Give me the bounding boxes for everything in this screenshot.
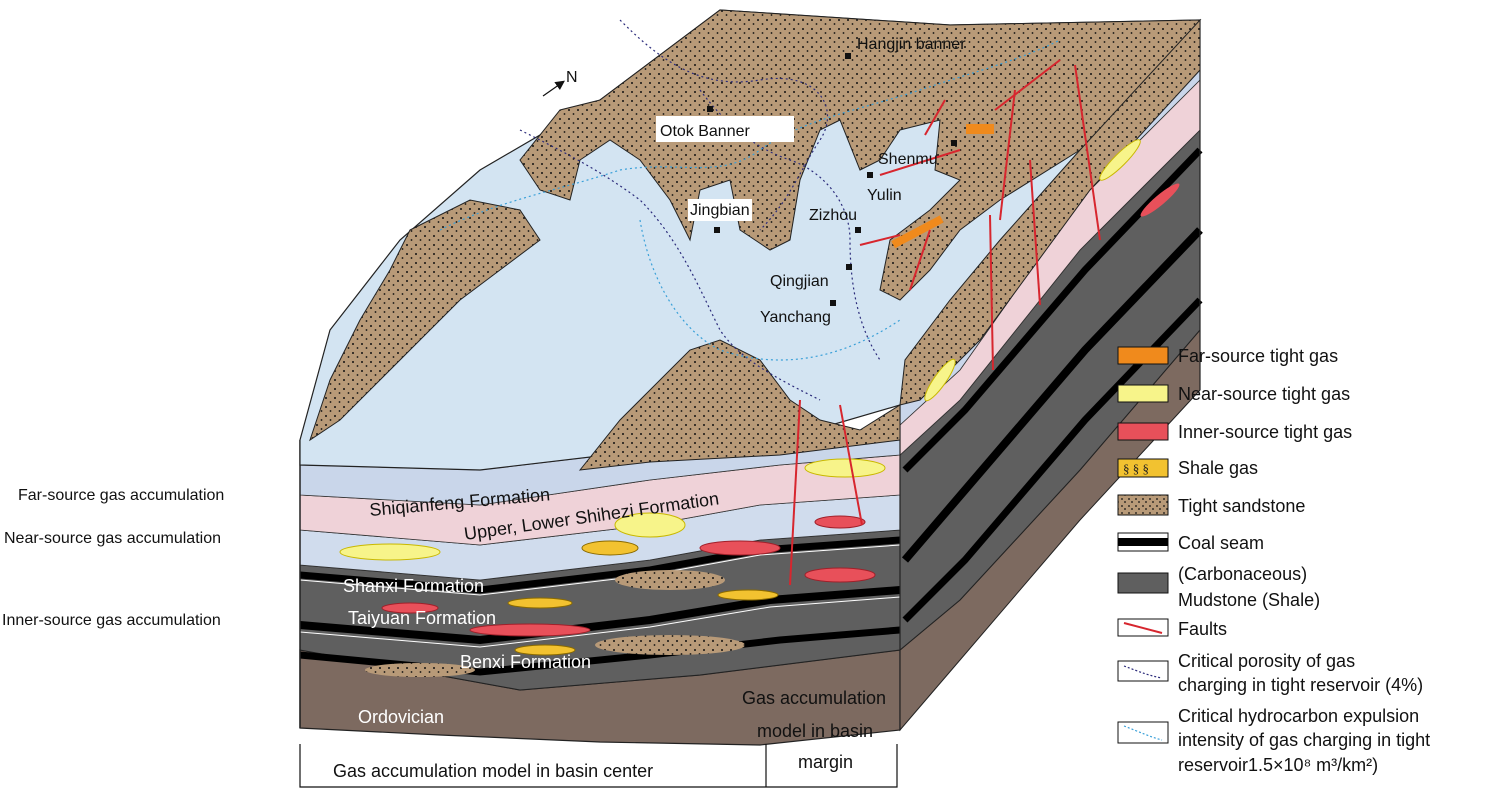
city-zizhou: Zizhou [809,207,857,224]
fault-line [789,399,801,586]
legend-label-mudstone-1: (Carbonaceous) [1178,564,1307,584]
faults [789,59,1101,586]
label-far-source-accumulation: Far-source gas accumulation [18,487,224,504]
legend-label-expulsion-1: Critical hydrocarbon expulsion [1178,706,1419,726]
legend-label-porosity-1: Critical porosity of gas [1178,651,1355,671]
legend-label-mudstone-2: Mudstone (Shale) [1178,590,1320,610]
city-yulin: Yulin [867,187,902,204]
legend-label-shale-gas: Shale gas [1178,458,1258,478]
inner-source-gas-body [814,515,866,529]
label-inner-source-accumulation: Inner-source gas accumulation [2,612,221,629]
legend-shale-glyphs: § § § [1123,461,1149,476]
fault-line [989,214,994,371]
label-basin-center: Gas accumulation model in basin center [333,761,653,781]
near-source-gas-body [339,543,441,561]
fault-line [1029,159,1041,306]
sandstone-lens [595,635,745,655]
legend-label-coal-seam: Coal seam [1178,533,1264,553]
label-basin-margin-2: model in basin [757,721,873,741]
formation-shanxi: Shanxi Formation [343,576,484,596]
city-qingjian: Qingjian [770,273,829,290]
city-otok: Otok Banner [660,123,751,140]
sandstone-lens [365,663,475,677]
label-basin-margin-3: margin [798,752,853,772]
legend-swatch-porosity [1117,660,1169,682]
legend-label-inner-source: Inner-source tight gas [1178,422,1352,442]
legend-swatch-far-source [1117,346,1169,365]
inner-source-gas-body [469,623,591,637]
north-arrow [542,80,565,97]
fault-line [879,149,961,176]
fault-line [994,59,1061,111]
legend-label-far-source: Far-source tight gas [1178,346,1338,366]
fault-line [909,229,931,291]
inner-source-gas-body [381,602,439,614]
city-marker [867,172,873,178]
city-marker [951,140,957,146]
shale-gas-body [507,597,573,609]
sandstone-south [578,339,901,471]
legend-swatch-mudstone [1117,572,1169,594]
city-hangjin: Hangjin banner [857,36,966,53]
bottom-bracket [299,744,898,788]
city-marker [845,53,851,59]
inner-source-gas-body [699,540,781,556]
shale-gas-body [514,644,576,656]
near-source-gas-body [1099,139,1141,181]
formation-benxi: Benxi Formation [460,652,591,672]
coal-seam-1 [299,536,901,594]
legend: Far-source tight gas Near-source tight g… [1117,346,1430,775]
near-source-gas-body [924,358,956,402]
city-marker [714,227,720,233]
fault-line [924,99,946,136]
coal-seam-2 [299,586,901,645]
city-marker [830,300,836,306]
fault-line [1074,64,1101,241]
near-source-gas-body [804,458,886,478]
porosity-contour-1 [619,19,829,231]
legend-label-expulsion-3: reservoir1.5×10⁸ m³/km²) [1178,755,1378,775]
formation-ordovician: Ordovician [358,707,444,727]
shale-gas-body [581,540,639,556]
legend-label-expulsion-2: intensity of gas charging in tight [1178,730,1430,750]
far-source-gas-body [891,215,944,249]
legend-label-near-source: Near-source tight gas [1178,384,1350,404]
label-near-source-accumulation: Near-source gas accumulation [4,530,221,547]
legend-swatch-inner-source [1117,422,1169,441]
fault-line [999,89,1016,221]
legend-label-tight-sandstone: Tight sandstone [1178,496,1305,516]
sandstone-west [309,199,541,442]
city-marker [855,227,861,233]
city-markers [707,53,957,306]
gas-bodies [339,124,1180,677]
label-basin-margin-1: Gas accumulation [742,688,886,708]
far-source-gas-body [966,124,994,134]
near-source-gas-body [614,512,686,538]
city-shenmu: Shenmu [878,151,938,168]
legend-swatch-tight-sandstone [1117,494,1169,516]
sandstone-east [899,18,1201,406]
sandstone-lens [615,570,725,590]
city-yanchang: Yanchang [760,309,831,326]
inner-source-gas-body [804,567,876,583]
city-marker [846,264,852,270]
legend-swatch-near-source [1117,384,1169,403]
formation-taiyuan: Taiyuan Formation [348,608,496,628]
inner-source-gas-body [1140,183,1180,217]
legend-label-faults: Faults [1178,619,1227,639]
north-label: N [566,69,578,86]
fault-line [859,234,901,246]
city-jingbian: Jingbian [690,202,750,219]
legend-swatch-shale-gas [1117,458,1169,478]
legend-label-porosity-2: charging in tight reservoir (4%) [1178,675,1423,695]
legend-swatch-expulsion [1117,721,1169,744]
shale-gas-body [717,589,779,601]
city-marker [707,106,713,112]
fault-line [839,404,863,526]
